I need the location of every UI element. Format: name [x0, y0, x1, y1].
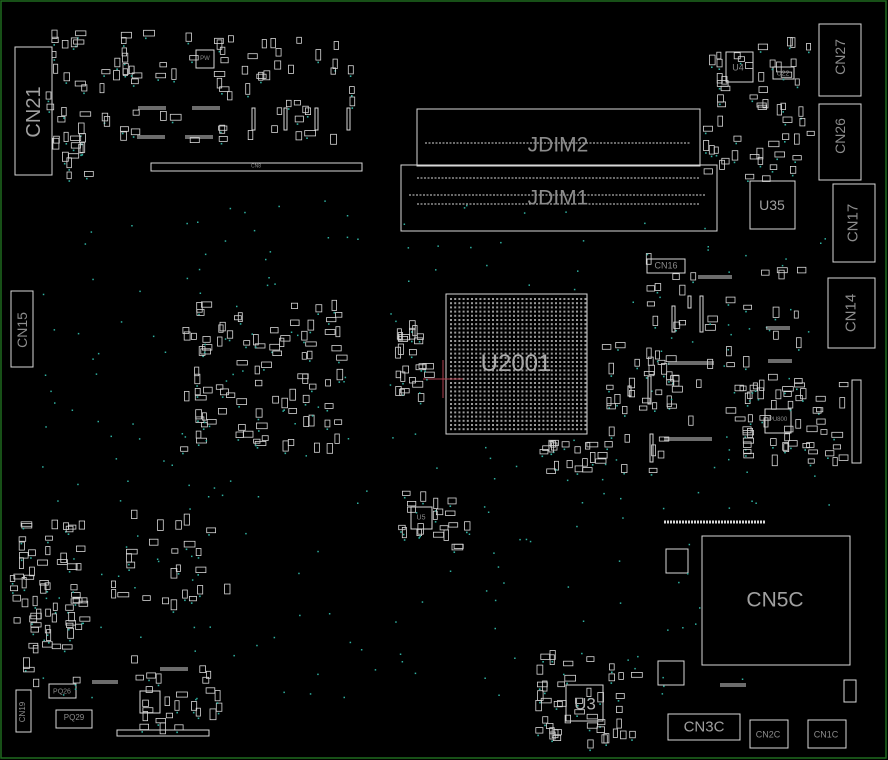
vertical-component [251, 107, 256, 131]
component-cluster [398, 490, 471, 553]
u35-label: U35 [759, 197, 785, 213]
cn27-label: CN27 [832, 39, 848, 75]
cn5c-label: CN5C [746, 588, 804, 612]
trace-pair [138, 106, 166, 110]
jdim2-label: JDIM2 [527, 133, 589, 157]
cn19-label: CN19 [18, 701, 27, 723]
cn2c-label: CN2C [755, 729, 781, 740]
trace-pair [668, 361, 714, 365]
via-pads [42, 200, 830, 701]
component-cluster [45, 29, 94, 182]
pu800-outline [764, 408, 792, 434]
cn1c-outline [807, 719, 847, 749]
component-cluster [539, 439, 613, 475]
cn21-outline [14, 46, 53, 176]
cn14-label: CN14 [842, 293, 860, 333]
trace-pair [160, 667, 188, 671]
bottom-pin-strip [116, 729, 210, 737]
u4-label: U4 [732, 62, 744, 73]
trace-pair [768, 359, 792, 363]
cn1c-label: CN1C [813, 729, 839, 740]
pq26-outline [48, 683, 77, 699]
trace-pair [192, 106, 220, 110]
vertical-component [671, 305, 676, 333]
right-pin-header [851, 379, 862, 464]
cn14-outline [827, 277, 876, 349]
trace-pair [137, 135, 165, 139]
cn15-outline [10, 290, 34, 368]
component-cluster [734, 379, 849, 467]
cn5c-aux-top [665, 548, 689, 574]
vertical-component [346, 107, 351, 131]
trace-pair [664, 437, 712, 441]
jdim2-slot [416, 108, 701, 167]
component-cluster [601, 342, 670, 476]
u22-label: U22 [776, 70, 790, 78]
component-cluster [9, 519, 88, 642]
u3-label: U3 [574, 694, 596, 714]
cn17-outline [832, 183, 876, 263]
component-cluster [535, 650, 643, 752]
vertical-component [699, 295, 704, 333]
u2001-label: U2001 [480, 350, 552, 377]
cn5c-outline [701, 535, 851, 666]
small-conn-right [843, 679, 857, 703]
component-cluster [111, 509, 231, 613]
component-cluster [131, 655, 223, 735]
pw-outline [195, 49, 215, 69]
component-cluster [395, 320, 435, 405]
cn19-outline [15, 689, 32, 733]
vertical-component [687, 295, 692, 309]
pq26-label: PQ26 [53, 688, 71, 696]
trace-pair [766, 326, 790, 330]
cn3c-outline [667, 713, 741, 741]
cn27-outline [818, 23, 862, 97]
vertical-component [283, 107, 288, 131]
u35-outline [749, 180, 796, 230]
component-cluster [643, 253, 807, 426]
vertical-component [627, 385, 632, 397]
trace-pair [698, 275, 732, 279]
pu800-label: PU800 [768, 417, 788, 423]
component-cluster [703, 37, 815, 182]
cn16-outline [646, 258, 686, 274]
trace-pair [720, 683, 746, 687]
pw-label: PW [200, 56, 210, 62]
cn3c-label: CN3C [683, 718, 725, 736]
cn8-label: CN8 [250, 163, 262, 170]
cn26-label: CN26 [832, 118, 848, 154]
cn8-outline [150, 162, 363, 172]
pq29-label: PQ29 [63, 713, 85, 722]
cn5c-aux-bot [657, 660, 685, 686]
cn21-label: CN21 [23, 86, 45, 138]
u2001-bga-outline [445, 293, 588, 435]
cn16-label: CN16 [654, 260, 678, 271]
pq29-outline [55, 709, 93, 729]
jdim1-label: JDIM1 [527, 186, 589, 210]
cn15-label: CN15 [14, 312, 30, 348]
jdim1-slot [400, 164, 718, 232]
vertical-component [314, 107, 319, 131]
u2001-bga-balls [450, 298, 587, 431]
component-cluster [180, 299, 348, 455]
u5-label: U5 [416, 514, 426, 522]
component-cluster [22, 580, 91, 688]
component-cluster [99, 29, 356, 145]
cn2c-outline [749, 719, 789, 749]
vertical-component [647, 375, 652, 405]
cn26-outline [818, 103, 862, 181]
trace-pair [92, 680, 118, 684]
cn17-label: CN17 [844, 203, 862, 243]
trace-pair [185, 135, 213, 139]
vertical-component [649, 433, 654, 463]
